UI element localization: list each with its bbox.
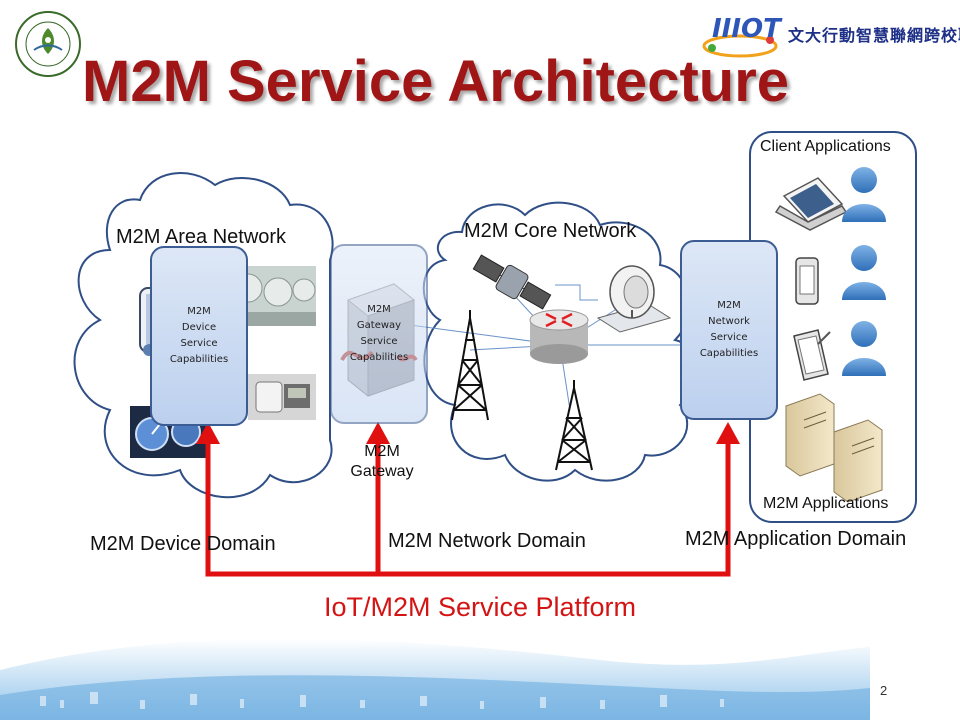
user-icon: [842, 321, 886, 376]
m2m-applications-label: M2M Applications: [763, 495, 889, 512]
arrow-heads: [196, 422, 740, 444]
iiiot-logo-mark: [702, 34, 778, 58]
server-icon: [833, 419, 883, 503]
device-capabilities-label: M2M Device Service Capabilities: [169, 306, 229, 365]
page-number: 2: [880, 683, 888, 698]
bottom-wave-decoration: [0, 600, 960, 720]
ministry-of-education-seal: [15, 11, 81, 77]
area-network-label: M2M Area Network: [116, 226, 287, 248]
user-icon: [842, 167, 886, 222]
gateway-capabilities-box: [330, 244, 428, 424]
network-domain-label: M2M Network Domain: [388, 530, 586, 552]
alliance-name-text: 文大行動智慧聯網跨校聯盟: [788, 26, 960, 45]
meter-device-photo: [248, 374, 316, 420]
slide-title: M2M Service Architecture: [82, 49, 790, 114]
network-capabilities-label: M2M Network Service Capabilities: [699, 300, 759, 359]
server-icon: [785, 393, 835, 477]
client-applications-label: Client Applications: [760, 138, 891, 155]
laptop-icon: [774, 177, 848, 231]
phone-icon: [795, 257, 819, 305]
device-capabilities-box: [150, 246, 248, 426]
gateway-capabilities-label: M2M Gateway Service Capabilities: [349, 304, 409, 363]
satellite-dish-icon: [596, 265, 672, 333]
application-domain-label: M2M Application Domain: [685, 528, 907, 550]
gateway-label: M2M Gateway: [350, 443, 414, 480]
tablet-icon: [793, 329, 831, 381]
device-domain-label: M2M Device Domain: [90, 533, 276, 555]
satellite-icon: [472, 254, 552, 310]
router-icon: [529, 309, 589, 364]
user-icon: [842, 245, 886, 300]
cell-tower-icon: [451, 310, 489, 421]
service-platform-arrows: [205, 440, 731, 577]
iiiot-brand-text: IIIOT: [712, 14, 781, 44]
core-network-label: M2M Core Network: [464, 220, 637, 242]
service-platform-label: IoT/M2M Service Platform: [323, 592, 637, 622]
cell-tower-icon: [555, 380, 593, 471]
network-capabilities-box: [680, 240, 778, 420]
